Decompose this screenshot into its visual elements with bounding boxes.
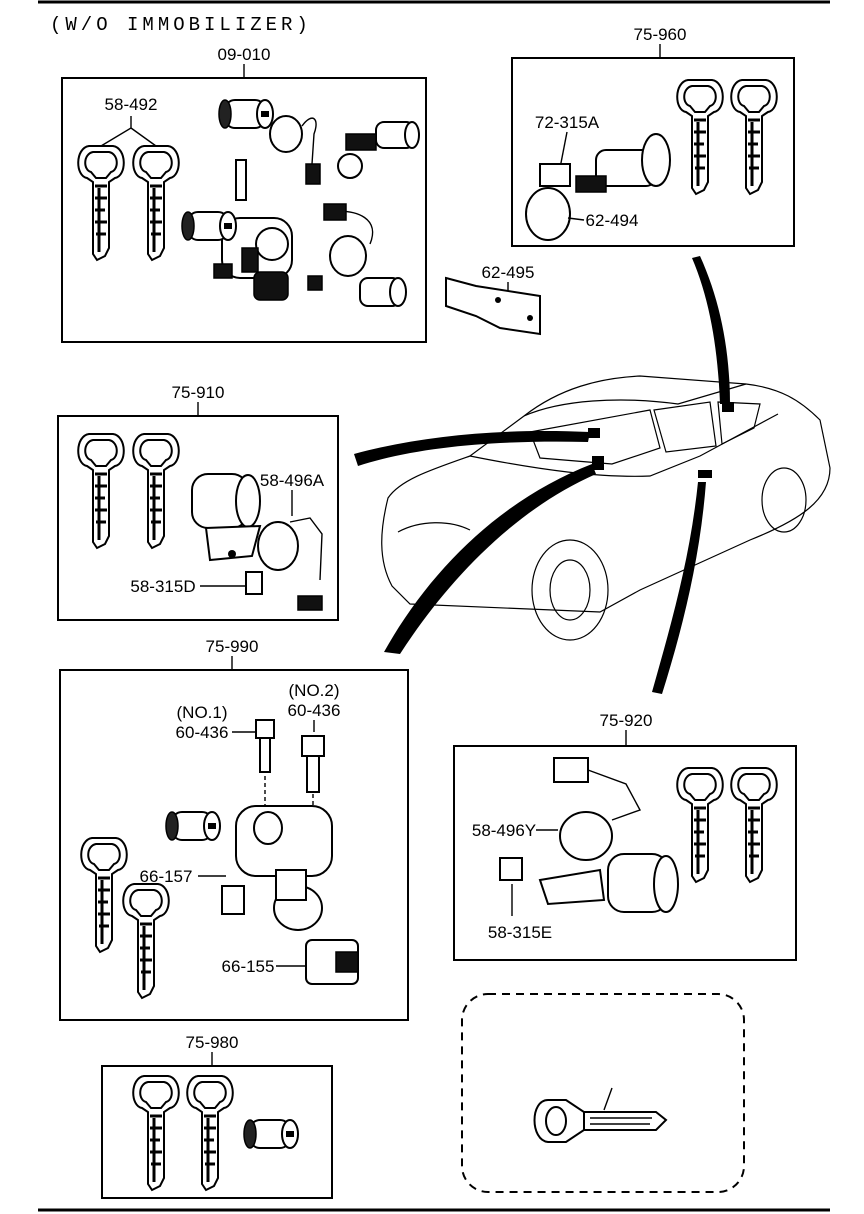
connector-icon [553, 757, 589, 783]
group-key-blank [461, 993, 745, 1193]
group-75-910-box [57, 415, 339, 621]
group-62-495: 62-495 [445, 263, 541, 336]
group-75-920: 75-920 58-496Y 58-315E [453, 711, 797, 961]
group-75-920-box [453, 745, 797, 961]
key-icon [729, 766, 779, 884]
group-09-010: 09-010 58-492 [61, 45, 427, 343]
part-label: 58-315E [488, 923, 552, 942]
part-note: (NO.1) [177, 703, 228, 722]
group-09-010-box [61, 77, 427, 343]
group-75-960: 75-960 72-315A 62-494 [511, 25, 795, 247]
lock-cylinder-icon [181, 211, 237, 241]
ignition-switch-icon [305, 939, 359, 985]
key-icon [76, 432, 126, 550]
part-label: 72-315A [535, 113, 600, 132]
group-75-910: 75-910 58-496A 58-315D [57, 383, 339, 621]
clip-icon [539, 163, 571, 187]
ignition-switch-assembly-icon [221, 159, 293, 301]
group-75-960-label: 75-960 [634, 25, 687, 44]
pointer-arrow [384, 464, 596, 654]
part-label: 66-157 [140, 867, 193, 886]
group-75-910-label: 75-910 [172, 383, 225, 402]
key-icon [131, 1074, 181, 1192]
key-icon [131, 432, 181, 550]
group-75-990-box [59, 669, 409, 1021]
key-icon [675, 766, 725, 884]
key-icon [121, 882, 171, 1000]
key-blank-icon [533, 1099, 668, 1143]
pointer-arrow [652, 482, 706, 694]
clip-icon [499, 857, 523, 881]
gasket-icon [525, 187, 571, 241]
door-cylinder-icon [337, 121, 420, 179]
part-label: 66-155 [222, 957, 275, 976]
lock-cylinder-icon [218, 99, 274, 129]
group-75-960-box [511, 57, 795, 247]
part-label: 62-494 [586, 211, 639, 230]
group-09-010-label: 09-010 [218, 45, 271, 64]
illumination-ring-icon [559, 811, 613, 861]
page-title: (W/O IMMOBILIZER) [50, 14, 312, 36]
illumination-ring-icon [269, 115, 321, 185]
part-label: 58-496A [260, 471, 325, 490]
key-icon [729, 78, 779, 196]
trunk-lock-cylinder-icon [538, 853, 679, 913]
part-label: 60-436 [176, 723, 229, 742]
group-75-920-label: 75-920 [600, 711, 653, 730]
key-blank-box [461, 993, 745, 1193]
pointer-arrow [692, 256, 730, 404]
bolt-icon [301, 735, 325, 793]
part-label: 58-496Y [472, 821, 536, 840]
group-75-990: 75-990 (NO.1) 60-436 (NO.2) 60-436 66-15… [59, 637, 409, 1021]
clip-icon [245, 571, 263, 595]
bolt-icon [255, 719, 275, 773]
bracket-icon [445, 276, 541, 336]
lock-cylinder-icon [165, 811, 221, 841]
key-icon [79, 836, 129, 954]
key-pair-label: 58-492 [105, 95, 158, 114]
part-label: 60-436 [288, 701, 341, 720]
illumination-ring-icon [257, 521, 299, 571]
pointer-arrow [354, 430, 590, 466]
key-icon [675, 78, 725, 196]
trunk-cylinder-icon [213, 203, 407, 307]
lock-cylinder-icon [243, 1119, 299, 1149]
key-icon [76, 144, 126, 262]
door-lock-cylinder-icon [191, 473, 262, 562]
connector-icon [297, 595, 323, 611]
car-illustration [381, 375, 831, 641]
steering-lock-body-icon [235, 805, 333, 931]
switch-icon [221, 885, 245, 915]
group-75-980-box [101, 1065, 333, 1199]
group-75-980-label: 75-980 [186, 1033, 239, 1052]
group-75-980: 75-980 [101, 1033, 333, 1199]
part-note: (NO.2) [289, 681, 340, 700]
key-icon [185, 1074, 235, 1192]
group-75-990-label: 75-990 [206, 637, 259, 656]
group-62-495-label: 62-495 [482, 263, 535, 282]
part-label: 58-315D [130, 577, 195, 596]
key-icon [131, 144, 181, 262]
door-lock-cylinder-icon [575, 133, 671, 193]
